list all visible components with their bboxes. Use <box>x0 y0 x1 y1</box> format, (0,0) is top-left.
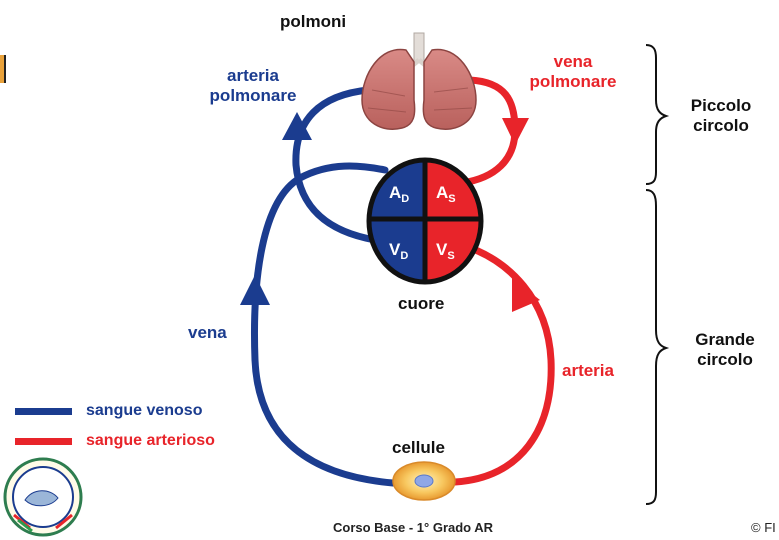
left-atrium-label: AS <box>436 183 456 205</box>
right-atrium-label: AD <box>389 183 409 205</box>
pulmonary-artery-label: arteria polmonare <box>197 66 309 105</box>
piccolo-label-line2: circolo <box>678 116 764 136</box>
legend-arterial-swatch <box>15 438 72 445</box>
right-ventricle-label: VD <box>389 240 408 262</box>
arteria-path <box>455 245 551 482</box>
piccolo-label-line1: Piccolo <box>678 96 764 116</box>
pulmonary-vein-label: vena polmonare <box>514 52 632 91</box>
legend-arterial-label: sangue arterioso <box>86 432 215 450</box>
piccolo-brace <box>646 45 666 184</box>
right-ventricle-sub: D <box>400 250 408 262</box>
cells-label: cellule <box>392 438 445 458</box>
lungs-label: polmoni <box>280 12 346 32</box>
left-ventricle-sub: S <box>447 250 454 262</box>
left-ventricle-label: VS <box>436 240 455 262</box>
footer-course: Corso Base - 1° Grado AR <box>333 520 493 535</box>
pulmonary-artery-label-line2: polmonare <box>197 86 309 106</box>
legend-venous-swatch <box>15 408 72 415</box>
left-ventricle-letter: V <box>436 240 447 259</box>
vena-arrow <box>240 275 270 305</box>
heart-illustration <box>369 160 481 282</box>
pulmonary-artery-label-line1: arteria <box>197 66 309 86</box>
piccolo-circolo-label: Piccolo circolo <box>678 96 764 135</box>
association-logo <box>5 459 81 535</box>
lungs-illustration <box>362 33 476 129</box>
left-atrium-letter: A <box>436 183 448 202</box>
heart-label: cuore <box>398 294 444 314</box>
right-ventricle-letter: V <box>389 240 400 259</box>
legend-venous-label: sangue venoso <box>86 402 202 420</box>
right-atrium-letter: A <box>389 183 401 202</box>
grande-brace <box>646 190 666 504</box>
grande-label-line2: circolo <box>682 350 768 370</box>
grande-circolo-label: Grande circolo <box>682 330 768 369</box>
corner-mark <box>0 55 4 83</box>
artery-label: arteria <box>562 361 614 381</box>
left-atrium-sub: S <box>448 193 455 205</box>
pulmonary-vein-label-line1: vena <box>514 52 632 72</box>
vein-label: vena <box>188 323 227 343</box>
cell-illustration <box>393 462 455 500</box>
grande-label-line1: Grande <box>682 330 768 350</box>
footer-copyright: © FI <box>751 520 776 535</box>
pulmonary-vein-arrow <box>502 118 529 145</box>
pulmonary-vein-label-line2: polmonare <box>514 72 632 92</box>
right-atrium-sub: D <box>401 193 409 205</box>
